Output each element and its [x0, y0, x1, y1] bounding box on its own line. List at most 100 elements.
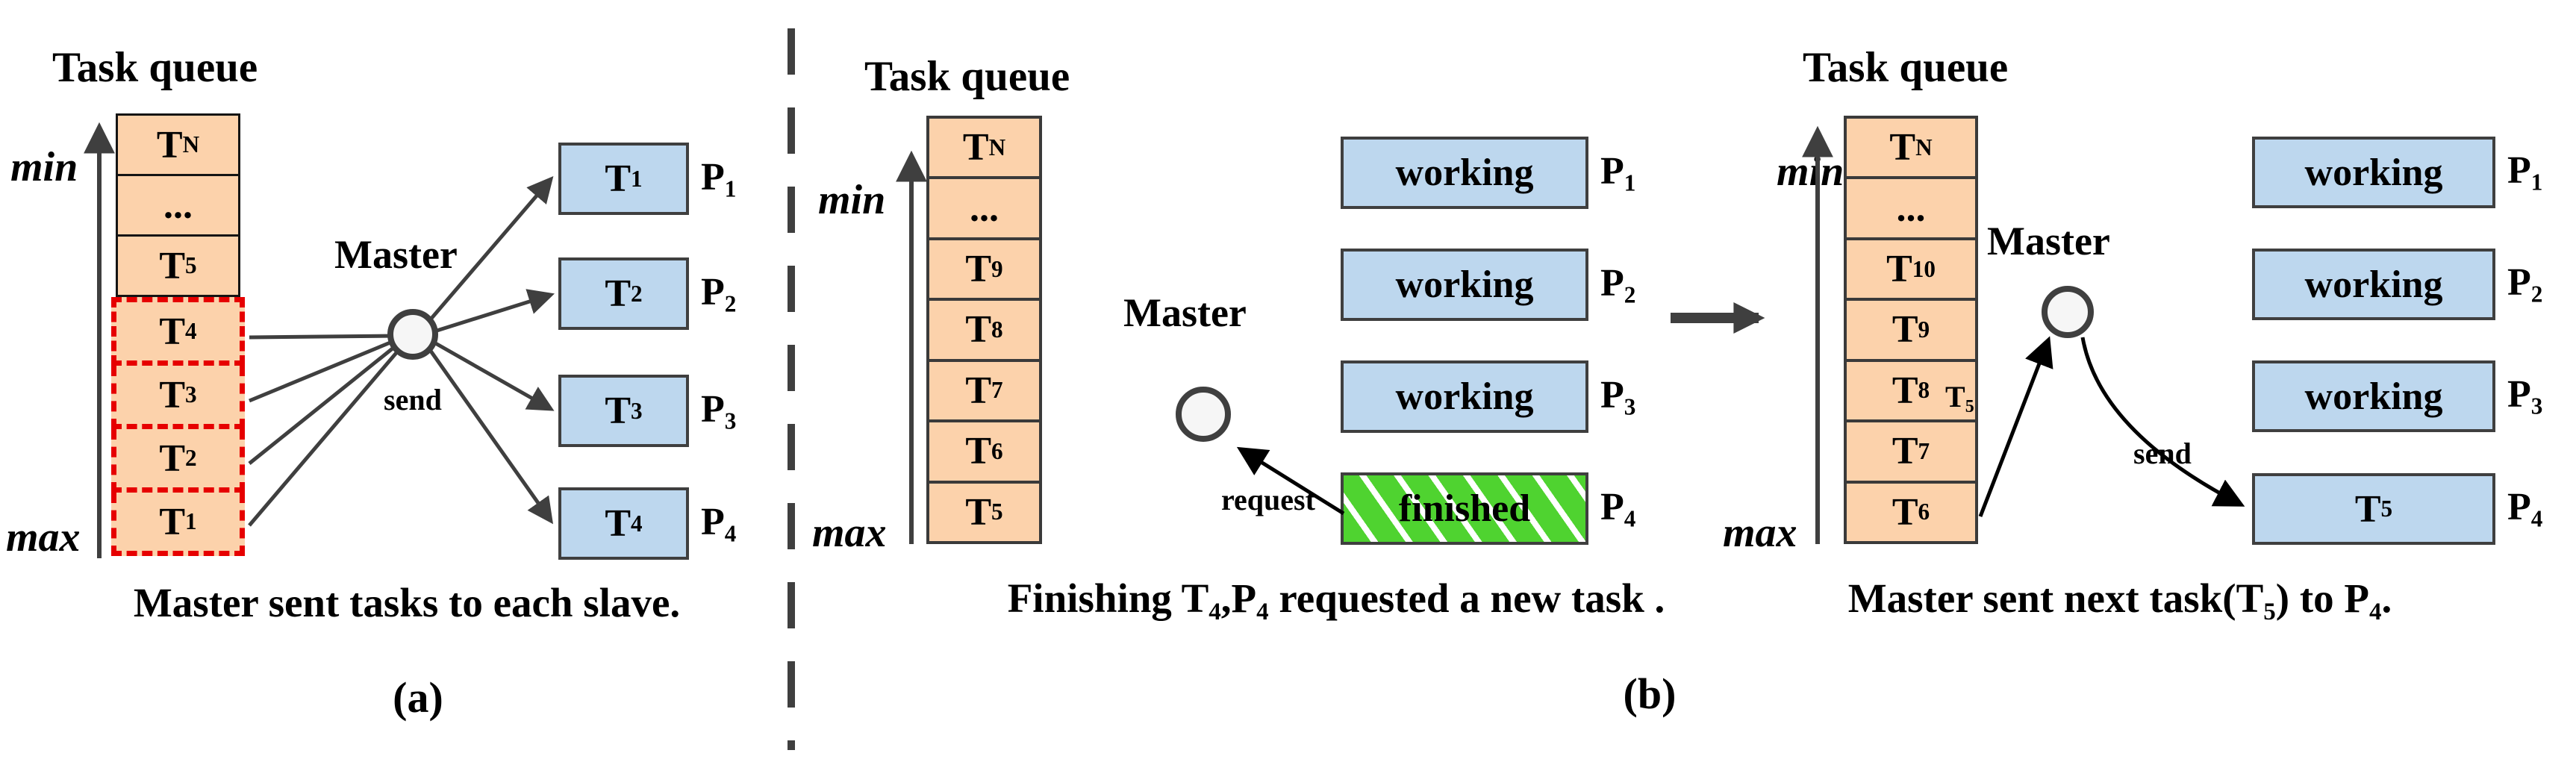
caption-subscript: 4	[2369, 598, 2382, 625]
slave-row: working P1	[2252, 137, 2542, 208]
cell-label: T	[156, 123, 183, 166]
processor-label: P2	[701, 270, 736, 317]
t5-main: T	[1945, 380, 1965, 413]
proc-main: P	[1600, 373, 1624, 416]
send-arrow	[431, 340, 555, 411]
task-label: T	[605, 272, 631, 315]
processor-label: P1	[701, 155, 736, 202]
cell-subscript: 1	[185, 508, 197, 534]
status-label: working	[2304, 151, 2443, 194]
task-queue-title-b-left: Task queue	[864, 53, 1070, 100]
proc-subscript: 4	[2530, 505, 2543, 532]
cell-subscript: 7	[991, 377, 1003, 404]
max-label-b-right: max	[1723, 510, 1797, 556]
cell-subscript: 10	[1912, 255, 1936, 282]
cell-label: T	[159, 244, 186, 287]
slave-row: working P2	[1341, 249, 1635, 321]
panel-label-a: (a)	[393, 673, 443, 722]
processor-label: P2	[2507, 260, 2542, 307]
proc-subscript: 3	[2530, 393, 2543, 419]
proc-subscript: 2	[2530, 281, 2543, 307]
caption-text: ) to P	[2275, 575, 2370, 621]
processor-label: P3	[701, 387, 736, 434]
status-subscript: 5	[2380, 496, 2393, 522]
request-label: request	[1221, 483, 1315, 516]
cell-label: T	[965, 369, 992, 412]
panel-label-b: (b)	[1623, 669, 1677, 718]
cell-label: T	[965, 430, 992, 473]
send-label-a: send	[384, 383, 442, 416]
caption-b-right: Master sent next task(T5) to P4.	[1777, 575, 2463, 626]
cell-subscript: 5	[991, 499, 1003, 525]
status-box-working: working	[2252, 360, 2495, 432]
status-box-finished: finished	[1341, 472, 1588, 545]
cell-label: T	[159, 437, 186, 480]
cell-subscript: 5	[185, 252, 197, 278]
processor-label: P4	[701, 500, 736, 547]
master-node-a	[387, 309, 438, 360]
caption-b-left: Finishing T4,P4 requested a new task .	[851, 575, 1821, 626]
task-label: T	[605, 390, 631, 432]
task-subscript: 3	[631, 397, 643, 424]
cell-label: T	[159, 310, 186, 353]
task-label: T	[605, 157, 631, 200]
cell-label: T	[1889, 126, 1916, 169]
processor-label: P4	[1600, 485, 1635, 532]
send-arrow-b-right	[2080, 337, 2245, 507]
task-to-master-line	[249, 334, 395, 340]
status-label: T	[2354, 487, 2381, 531]
min-label-b-left: min	[818, 177, 886, 223]
cell-subscript: 8	[1918, 377, 1930, 404]
proc-subscript: 2	[724, 290, 737, 317]
proc-main: P	[2507, 149, 2531, 193]
slave-row: finished P4	[1341, 472, 1635, 545]
status-box-working: working	[1341, 137, 1588, 209]
slave-row: working P1	[1341, 137, 1635, 209]
proc-subscript: 4	[724, 520, 737, 547]
cell-label: T	[965, 308, 992, 352]
master-label-b-right: Master	[1987, 219, 2110, 263]
max-label-b-left: max	[812, 510, 887, 556]
proc-main: P	[2507, 261, 2531, 305]
slave-row: working P3	[2252, 360, 2542, 432]
proc-main: P	[701, 270, 725, 313]
cell-subscript: 6	[991, 437, 1003, 464]
max-label-a: max	[6, 514, 81, 560]
min-label-a: min	[10, 144, 78, 190]
task-to-master-line	[248, 348, 401, 527]
cell-label: T	[1892, 369, 1918, 412]
proc-main: P	[701, 500, 725, 543]
cell-label: T	[1886, 248, 1912, 291]
proc-subscript: 1	[1624, 169, 1636, 196]
proc-main: P	[2507, 373, 2531, 416]
processor-label: P3	[2507, 372, 2542, 419]
status-box-working: working	[2252, 137, 2495, 208]
proc-subscript: 1	[2530, 169, 2543, 196]
task-queue-title-b-right: Task queue	[1803, 44, 2009, 91]
proc-subscript: 3	[1624, 393, 1636, 420]
task-subscript: 4	[631, 510, 643, 537]
cell-label: T	[159, 500, 186, 543]
caption-subscript: 5	[2263, 598, 2276, 625]
